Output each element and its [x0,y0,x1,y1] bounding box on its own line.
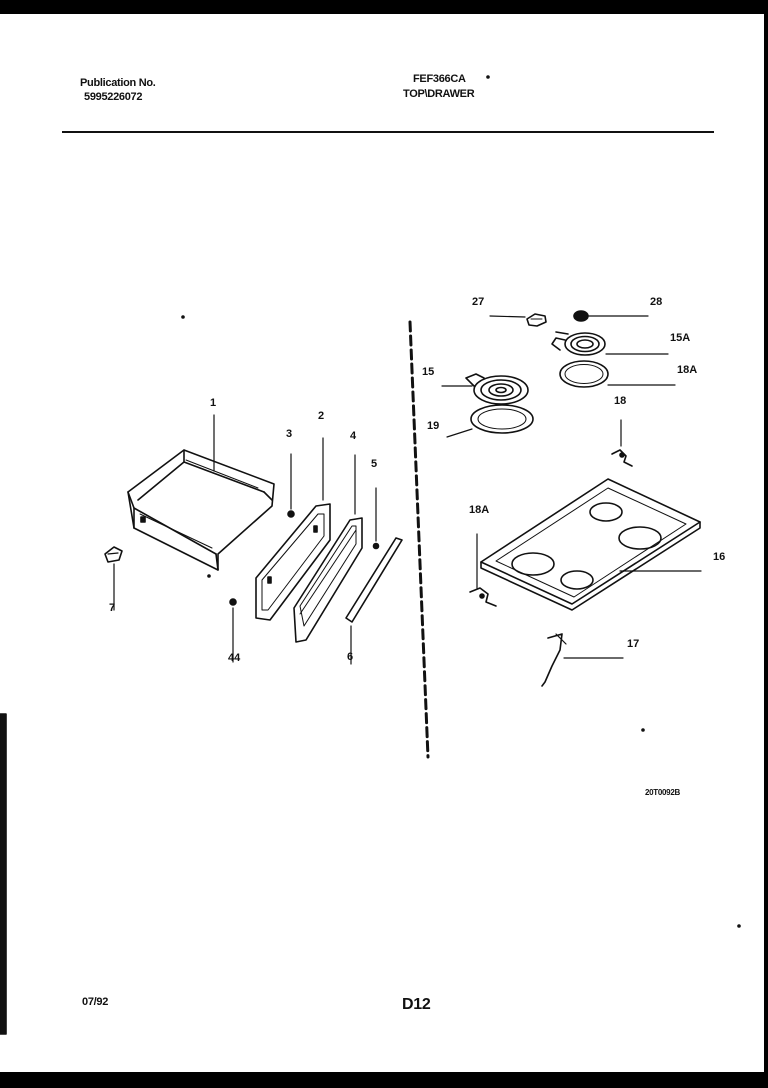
callout-17: 17 [627,638,640,650]
clip-part [104,546,123,563]
drip-pan-small [559,360,609,388]
screw-part-5 [372,542,380,550]
callout-1: 1 [210,397,217,409]
terminal-block-part [526,313,547,327]
page-number: D12 [402,996,431,1013]
bracket-part [611,449,633,467]
callout-15: 15 [422,366,435,378]
publication-label: Publication No. [80,77,156,89]
cooktop-part [480,478,701,611]
callout-16: 16 [713,551,726,563]
surface-element-small [551,331,606,356]
screw-part [229,598,237,606]
divider-line [408,320,430,759]
callout-2: 2 [318,410,325,422]
callout-3: 3 [286,428,293,440]
callout-7: 7 [109,602,116,614]
drawer-part [127,449,275,571]
model-number: FEF366CA [413,73,466,85]
callout-18a-bottom: 18A [469,504,490,516]
publication-number: 5995226072 [84,91,143,103]
section-title: TOP\DRAWER [403,88,475,100]
drip-pan-large [470,404,534,434]
callout-18a-top: 18A [677,364,698,376]
knob-part [573,310,589,322]
callout-28: 28 [650,296,663,308]
wire-part [541,633,567,687]
callout-5: 5 [371,458,378,470]
callout-6: 6 [347,651,354,663]
surface-element-large [465,373,529,405]
diagram-code: 20T0092B [645,788,680,797]
parts-diagram-page: Publication No. 5995226072 FEF366CA TOP\… [0,14,764,1072]
exploded-view-artwork [0,75,741,1035]
screw-part-3 [287,510,295,518]
callout-4: 4 [350,430,357,442]
callout-15a: 15A [670,332,691,344]
trim-strip-part [345,537,403,623]
drawer-panel-part [255,503,331,621]
header-rule [62,131,714,133]
callout-44: 44 [228,652,241,664]
callout-27: 27 [472,296,485,308]
callout-19: 19 [427,420,440,432]
bracket-part-18a [469,587,497,607]
front-panel-part [293,517,363,643]
callout-18: 18 [614,395,627,407]
footer-date: 07/92 [82,996,109,1008]
